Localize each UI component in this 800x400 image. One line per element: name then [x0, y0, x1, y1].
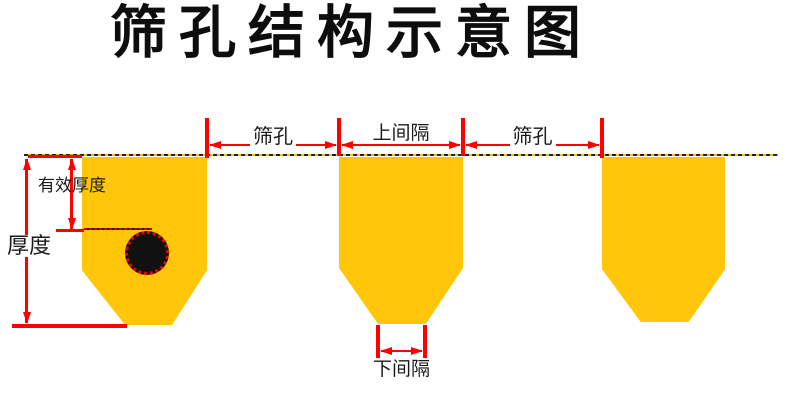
- sieve-hole-dimension-left: 筛孔: [209, 127, 337, 149]
- extension-tick-3: [461, 118, 465, 156]
- dimension-line: [342, 144, 460, 146]
- sieve-hole-label-left: 筛孔: [250, 127, 296, 147]
- effective-thickness-label: 有效厚度: [38, 176, 106, 195]
- arrowhead-left-icon: [209, 141, 221, 149]
- effective-thickness-bottom-terminator: [56, 229, 84, 232]
- lower-gap-label: 下间隔: [372, 359, 431, 380]
- thickness-top-terminator: [28, 155, 82, 158]
- arrowhead-right-icon: [588, 141, 600, 149]
- arrowhead-left-icon: [341, 141, 353, 149]
- sieve-bar-2: [339, 157, 463, 324]
- sieve-hole-label-right: 筛孔: [509, 127, 556, 147]
- arrowhead-right-icon: [325, 141, 337, 149]
- extension-tick-1: [205, 118, 209, 158]
- screen-surface-dashed-line: [24, 154, 778, 156]
- thickness-label: 厚度: [5, 233, 54, 258]
- arrowhead-down-icon: [22, 312, 31, 324]
- arrowhead-down-icon: [67, 218, 76, 230]
- dimension-line: [70, 159, 73, 229]
- upper-gap-dimension: 上间隔: [341, 124, 461, 149]
- lower-gap-arrow: [380, 347, 423, 355]
- blocked-hole-circle: [125, 231, 169, 275]
- extension-tick-4: [600, 118, 604, 158]
- dimension-line: [381, 350, 422, 352]
- page-title: 筛孔结构示意图: [110, 1, 593, 65]
- thickness-bottom-terminator: [12, 324, 127, 328]
- arrowhead-right-icon: [449, 141, 461, 149]
- effective-thickness-dimension-arrow: [67, 158, 76, 230]
- arrowhead-left-icon: [380, 347, 392, 355]
- extension-tick-bottom-right: [423, 325, 427, 358]
- extension-tick-bottom-left: [376, 325, 380, 358]
- sieve-bar-3: [602, 157, 725, 322]
- arrowhead-right-icon: [411, 347, 423, 355]
- arrowhead-up-icon: [22, 158, 31, 170]
- extension-tick-2: [337, 118, 341, 156]
- lower-gap-dimension: 下间隔: [372, 325, 431, 385]
- sieve-hole-dimension-right: 筛孔: [465, 127, 600, 149]
- effective-depth-level-line: [84, 228, 152, 230]
- arrowhead-up-icon: [67, 158, 76, 170]
- arrowhead-left-icon: [465, 141, 477, 149]
- upper-gap-label: 上间隔: [372, 123, 430, 144]
